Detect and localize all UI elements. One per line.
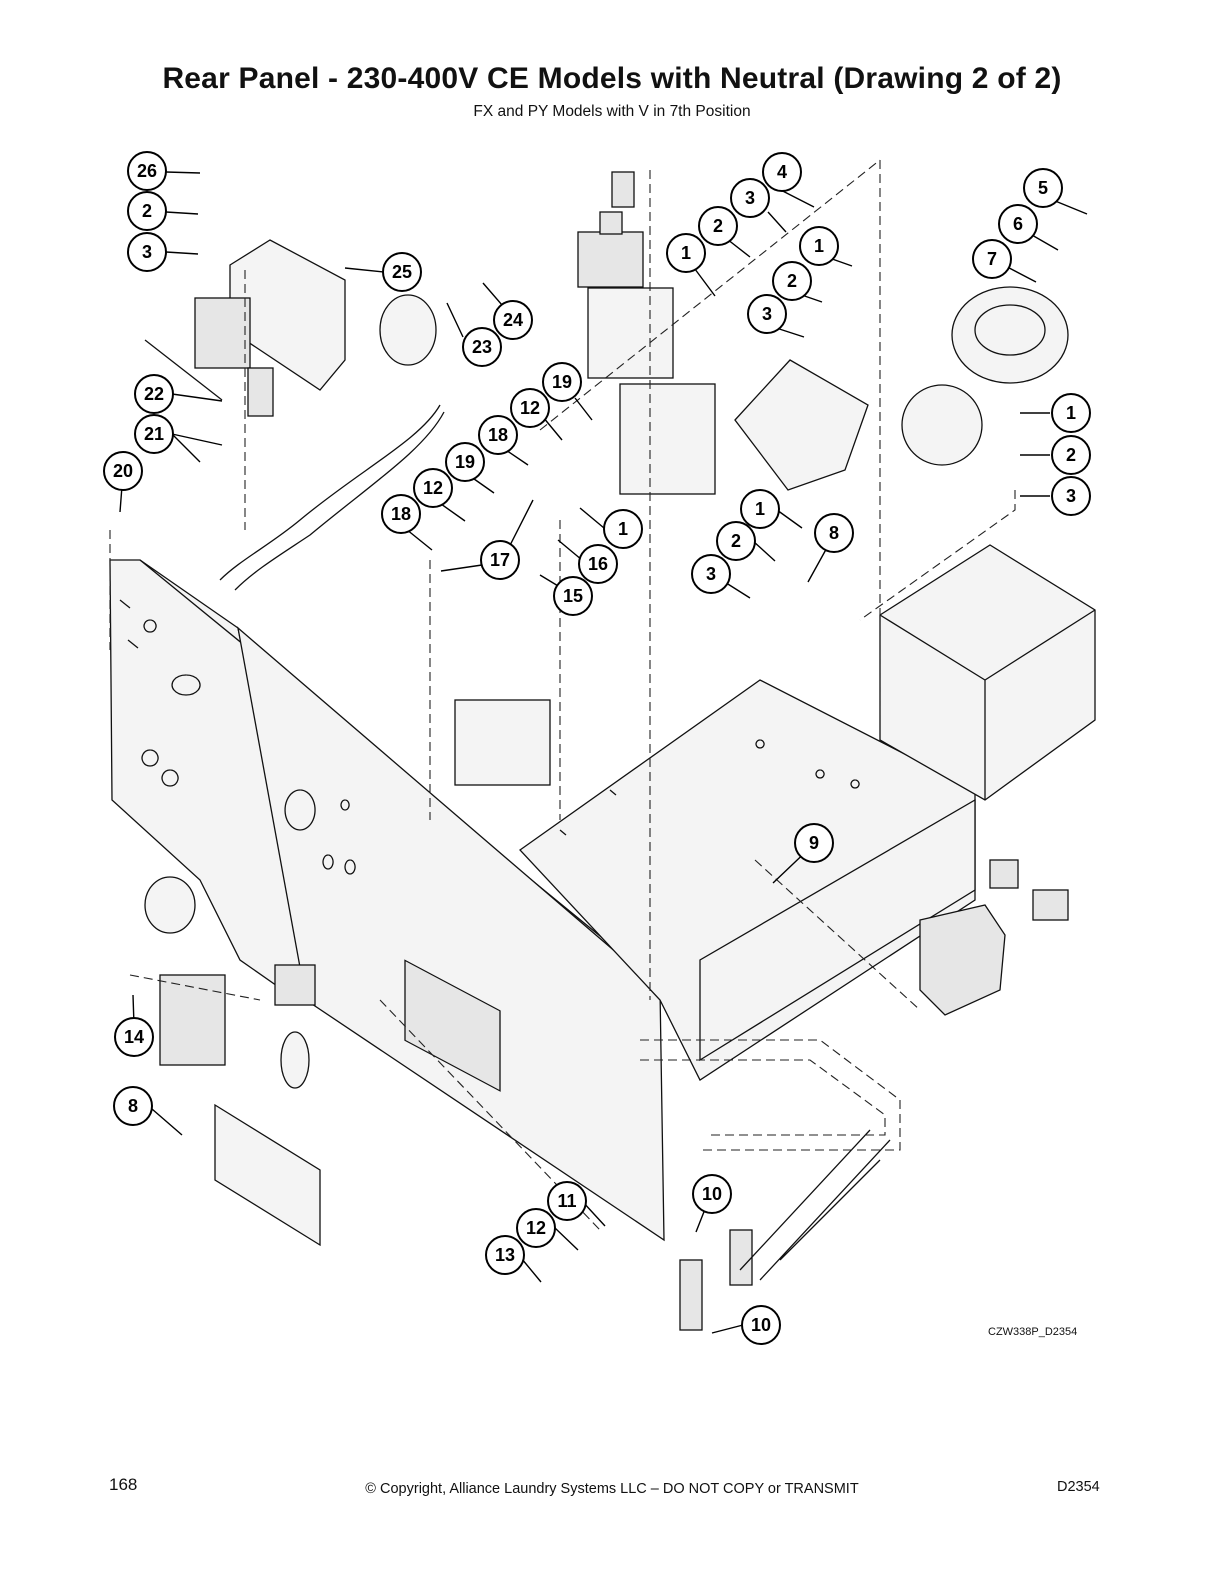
callout-3: 3 <box>127 232 167 272</box>
callout-18: 18 <box>478 415 518 455</box>
svg-text:14: 14 <box>124 1027 144 1047</box>
callout-1: 1 <box>603 509 643 549</box>
svg-text:24: 24 <box>503 310 523 330</box>
page-title: Rear Panel - 230-400V CE Models with Neu… <box>162 62 1062 95</box>
callout-12: 12 <box>510 388 550 428</box>
callout-20: 20 <box>103 451 143 491</box>
svg-text:1: 1 <box>681 243 691 263</box>
callout-22: 22 <box>134 374 174 414</box>
svg-text:19: 19 <box>455 452 475 472</box>
svg-text:17: 17 <box>490 550 510 570</box>
callout-23: 23 <box>462 327 502 367</box>
callout-25: 25 <box>382 252 422 292</box>
svg-text:2: 2 <box>731 531 741 551</box>
callout-17: 17 <box>480 540 520 580</box>
svg-text:22: 22 <box>144 384 164 404</box>
svg-text:9: 9 <box>809 833 819 853</box>
callout-26: 26 <box>127 151 167 191</box>
callout-5: 5 <box>1023 168 1063 208</box>
callout-15: 15 <box>553 576 593 616</box>
copyright-notice: © Copyright, Alliance Laundry Systems LL… <box>365 1481 859 1497</box>
callout-11: 11 <box>547 1181 587 1221</box>
callout-3: 3 <box>1051 476 1091 516</box>
callout-1: 1 <box>1051 393 1091 433</box>
document-id: D2354 <box>1057 1479 1100 1495</box>
callout-10: 10 <box>741 1305 781 1345</box>
svg-text:4: 4 <box>777 162 787 182</box>
callout-12: 12 <box>413 468 453 508</box>
callout-8: 8 <box>113 1086 153 1126</box>
callout-2: 2 <box>772 261 812 301</box>
svg-text:3: 3 <box>706 564 716 584</box>
svg-text:8: 8 <box>128 1096 138 1116</box>
drawing-code: CZW338P_D2354 <box>988 1326 1078 1338</box>
svg-text:25: 25 <box>392 262 412 282</box>
svg-text:1: 1 <box>755 499 765 519</box>
callout-21: 21 <box>134 414 174 454</box>
svg-text:1: 1 <box>814 236 824 256</box>
svg-text:6: 6 <box>1013 214 1023 234</box>
svg-text:20: 20 <box>113 461 133 481</box>
callout-4: 4 <box>762 152 802 192</box>
svg-text:12: 12 <box>520 398 540 418</box>
svg-text:7: 7 <box>987 249 997 269</box>
callout-3: 3 <box>747 294 787 334</box>
svg-text:5: 5 <box>1038 178 1048 198</box>
callout-2: 2 <box>127 191 167 231</box>
callout-1: 1 <box>740 489 780 529</box>
callout-2: 2 <box>698 206 738 246</box>
callout-19: 19 <box>542 362 582 402</box>
svg-text:10: 10 <box>751 1315 771 1335</box>
svg-text:2: 2 <box>1066 445 1076 465</box>
svg-text:11: 11 <box>557 1191 576 1211</box>
svg-text:3: 3 <box>745 188 755 208</box>
callout-24: 24 <box>493 300 533 340</box>
svg-text:3: 3 <box>1066 486 1076 506</box>
svg-text:10: 10 <box>702 1184 722 1204</box>
callout-13: 13 <box>485 1235 525 1275</box>
callout-leader-lines <box>119 171 1088 1334</box>
svg-text:1: 1 <box>1066 403 1076 423</box>
svg-text:19: 19 <box>552 372 572 392</box>
callout-14: 14 <box>114 1017 154 1057</box>
svg-text:2: 2 <box>787 271 797 291</box>
callout-2: 2 <box>716 521 756 561</box>
callout-19: 19 <box>445 442 485 482</box>
callout-12: 12 <box>516 1208 556 1248</box>
svg-text:8: 8 <box>829 523 839 543</box>
svg-text:23: 23 <box>472 337 492 357</box>
callout-8: 8 <box>814 513 854 553</box>
page-number: 168 <box>109 1475 138 1494</box>
svg-text:21: 21 <box>144 424 164 444</box>
svg-text:3: 3 <box>142 242 152 262</box>
callout-3: 3 <box>691 554 731 594</box>
page-subtitle: FX and PY Models with V in 7th Position <box>473 103 751 120</box>
svg-text:18: 18 <box>391 504 411 524</box>
callout-9: 9 <box>794 823 834 863</box>
svg-text:2: 2 <box>142 201 152 221</box>
callout-2: 2 <box>1051 435 1091 475</box>
callout-3: 3 <box>730 178 770 218</box>
svg-text:18: 18 <box>488 425 508 445</box>
svg-text:12: 12 <box>526 1218 546 1238</box>
callout-7: 7 <box>972 239 1012 279</box>
svg-text:1: 1 <box>618 519 628 539</box>
svg-text:2: 2 <box>713 216 723 236</box>
svg-text:13: 13 <box>495 1245 515 1265</box>
svg-text:15: 15 <box>563 586 583 606</box>
callout-1: 1 <box>666 233 706 273</box>
callout-6: 6 <box>998 204 1038 244</box>
callout-10: 10 <box>692 1174 732 1214</box>
callout-16: 16 <box>578 544 618 584</box>
callout-18: 18 <box>381 494 421 534</box>
svg-text:3: 3 <box>762 304 772 324</box>
drawing-linework <box>109 159 1096 1331</box>
svg-text:12: 12 <box>423 478 443 498</box>
svg-text:16: 16 <box>588 554 608 574</box>
svg-text:26: 26 <box>137 161 157 181</box>
callout-1: 1 <box>799 226 839 266</box>
